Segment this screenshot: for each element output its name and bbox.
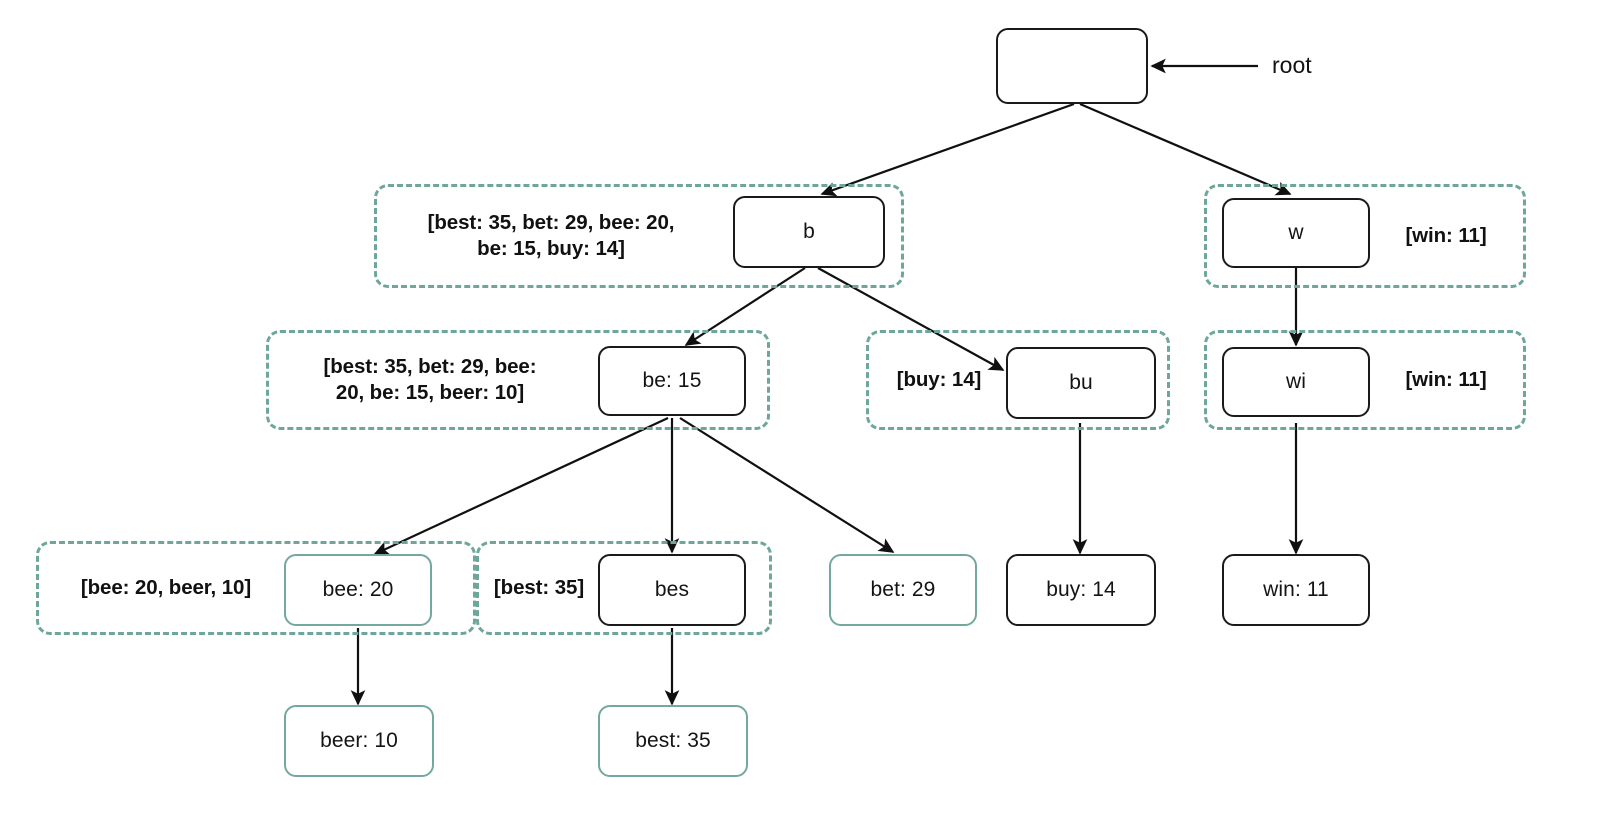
node-b[interactable]: b: [733, 196, 885, 268]
node-bes[interactable]: bes: [598, 554, 746, 626]
edge-root-b: [820, 102, 1075, 197]
dashed-box-w: [1204, 184, 1526, 288]
dashed-box-bes: [476, 541, 772, 635]
node-be[interactable]: be: 15: [598, 346, 746, 416]
node-beer[interactable]: beer: 10: [284, 705, 434, 777]
annotation-b: [best: 35, bet: 29, bee: 20, be: 15, buy…: [427, 210, 675, 260]
dashed-box-be: [266, 330, 770, 430]
dashed-box-b: [374, 184, 904, 288]
dashed-box-bee: [36, 541, 476, 635]
edge-be-bet: [679, 417, 895, 553]
node-bu[interactable]: bu: [1006, 347, 1156, 419]
node-bet[interactable]: bet: 29: [829, 554, 977, 626]
node-best[interactable]: best: 35: [598, 705, 748, 777]
node-bee[interactable]: bee: 20: [284, 554, 432, 626]
root-pointer-label: root: [1272, 52, 1312, 78]
node-wi[interactable]: wi: [1222, 347, 1370, 417]
annotation-bes: [best: 35]: [493, 575, 585, 599]
node-w[interactable]: w: [1222, 198, 1370, 268]
dashed-box-bu: [866, 330, 1170, 430]
node-win[interactable]: win: 11: [1222, 554, 1370, 626]
node-buy[interactable]: buy: 14: [1006, 554, 1156, 626]
edge-be-bee: [373, 417, 669, 555]
annotation-bee: [bee: 20, beer, 10]: [80, 575, 252, 599]
node-root[interactable]: [996, 28, 1148, 104]
edge-root-w: [1079, 102, 1292, 196]
annotation-w: [win: 11]: [1405, 223, 1487, 247]
annotation-wi: [win: 11]: [1405, 367, 1487, 391]
annotation-be: [best: 35, bet: 29, bee: 20, be: 15, bee…: [323, 354, 537, 404]
dashed-box-wi: [1204, 330, 1526, 430]
annotation-bu: [buy: 14]: [896, 367, 982, 391]
